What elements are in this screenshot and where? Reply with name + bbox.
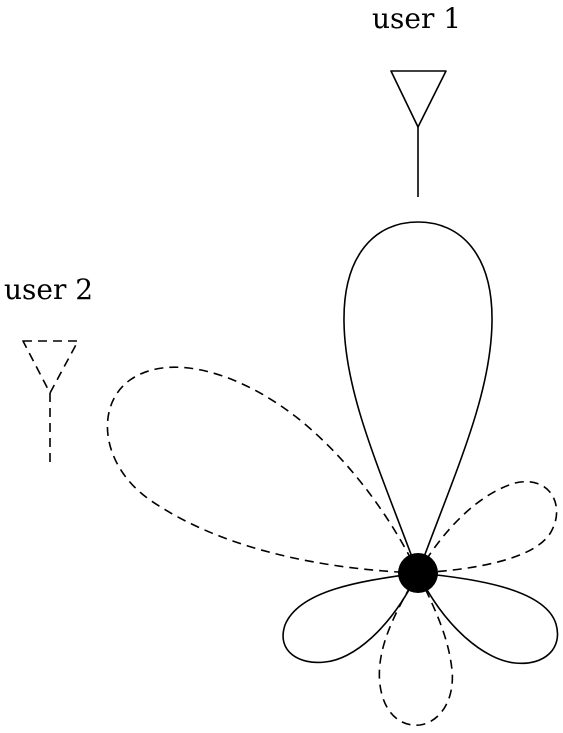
- user-1-label: user 1: [372, 2, 461, 35]
- user-2-side-lobe-bottom: [378, 572, 454, 726]
- user-2-label: user 2: [4, 273, 93, 306]
- user-1-side-lobe-left: [282, 572, 419, 664]
- user-2-side-lobe-right: [417, 480, 558, 574]
- user-1-side-lobe-right: [417, 572, 559, 665]
- user-1-main-lobe: [343, 221, 493, 574]
- user-2-antenna-icon: [22, 340, 79, 468]
- user-2-main-lobe: [106, 366, 419, 574]
- base-station-node: [398, 553, 438, 593]
- user-1-antenna-icon: [390, 70, 447, 197]
